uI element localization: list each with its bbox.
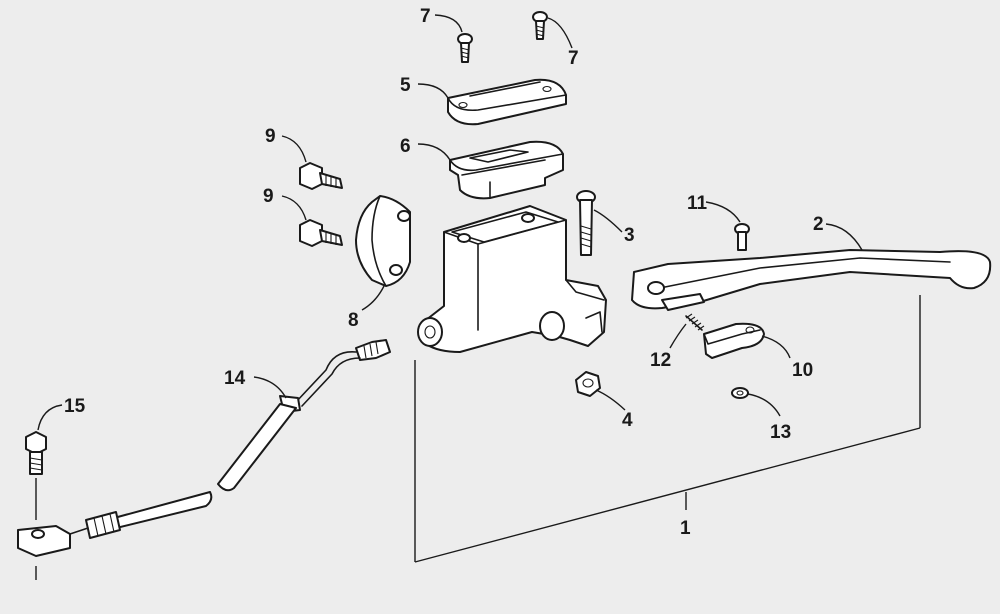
brake-hose	[69, 339, 391, 539]
callout-13: 13	[770, 422, 791, 443]
reservoir-cap-screw-right	[532, 11, 548, 40]
callout-15: 15	[64, 396, 86, 417]
lever-pin	[734, 223, 750, 251]
clamp-bolt-lower	[299, 219, 343, 247]
reservoir-cap-screw-left	[457, 33, 473, 63]
master-cylinder-body	[417, 205, 607, 353]
callout-6: 6	[400, 136, 411, 157]
callout-8: 8	[348, 310, 359, 331]
callout-7-left: 7	[420, 6, 431, 27]
callout-1: 1	[680, 518, 691, 539]
callout-11: 11	[687, 193, 708, 214]
callout-9-upper: 9	[265, 126, 276, 147]
callout-9-lower: 9	[263, 186, 274, 207]
handlebar-clamp	[355, 195, 411, 287]
banjo-fitting	[17, 525, 71, 557]
callout-14: 14	[224, 368, 246, 389]
callout-7-right: 7	[568, 48, 579, 69]
retaining-clip	[731, 387, 749, 399]
callout-4: 4	[622, 410, 633, 431]
callout-2: 2	[813, 214, 824, 235]
clamp-bolt-upper	[299, 162, 343, 190]
leader-lines	[37, 14, 863, 431]
adjuster-spring	[685, 313, 705, 331]
pivot-nut	[575, 371, 601, 397]
brake-lever	[631, 249, 992, 311]
callout-3: 3	[624, 225, 635, 246]
callout-12: 12	[650, 350, 671, 371]
callout-10: 10	[792, 360, 813, 381]
callout-labels: 1 2 3 4 5 6 7 7 8 9 9 10 11 12 13 14 15	[64, 6, 824, 539]
assembly-bracket-lines	[414, 295, 921, 563]
banjo-bolt	[25, 431, 47, 580]
lever-pivot-screw	[576, 190, 596, 256]
callout-5: 5	[400, 75, 411, 96]
reservoir-diaphragm	[449, 140, 564, 200]
reservoir-cap	[447, 78, 567, 126]
lever-adjuster	[703, 322, 765, 359]
